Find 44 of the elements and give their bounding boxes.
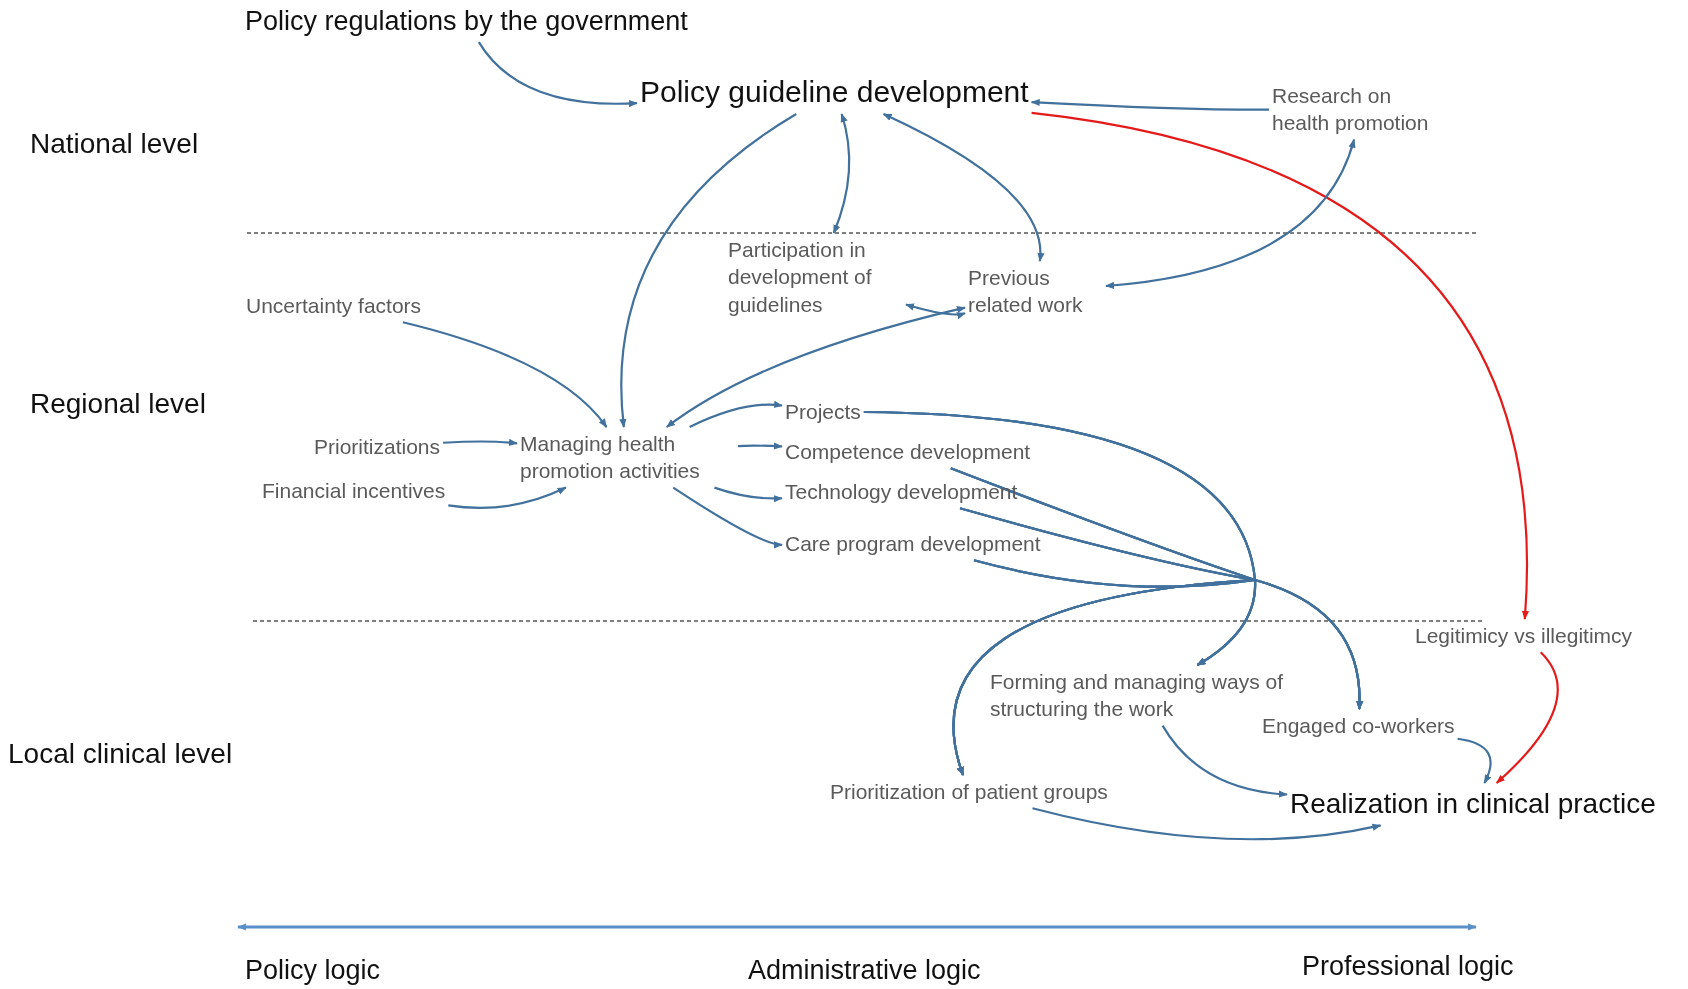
arrow bbox=[952, 559, 1257, 776]
concept-text: Previous related work bbox=[968, 264, 1103, 319]
key-concept-text: Policy regulations by the government bbox=[245, 4, 688, 40]
arrow bbox=[714, 486, 783, 503]
axis-label: Administrative logic bbox=[748, 955, 981, 986]
arrow bbox=[1161, 725, 1288, 798]
arrow bbox=[689, 401, 783, 428]
axis-label: Professional logic bbox=[1302, 951, 1514, 982]
concept-text: Competence development bbox=[785, 438, 1031, 466]
concept-text: Research on health promotion bbox=[1272, 82, 1452, 137]
concept-text: Prioritization of patient groups bbox=[830, 778, 1108, 806]
key-concept-text: Realization in clinical practice bbox=[1290, 786, 1656, 823]
key-concept-text: Policy guideline development bbox=[640, 72, 1029, 111]
level-label: Regional level bbox=[30, 388, 206, 420]
arrow bbox=[477, 41, 638, 107]
arrow bbox=[1030, 98, 1269, 111]
arrow bbox=[619, 113, 797, 428]
concept-text: Financial incentives bbox=[262, 477, 446, 505]
level-label: National level bbox=[30, 128, 199, 160]
arrow bbox=[1457, 737, 1492, 784]
arrow bbox=[1032, 807, 1382, 841]
concept-text: Participation in development of guidelines bbox=[728, 236, 903, 318]
concept-text: Technology development bbox=[785, 478, 1018, 506]
concept-text: Legitimicy vs illegitimcy bbox=[1415, 622, 1633, 650]
arrow bbox=[737, 442, 783, 450]
arrow bbox=[448, 486, 567, 509]
concept-text: Uncertainty factors bbox=[246, 292, 422, 320]
concept-text: Managing health promotion activities bbox=[520, 430, 735, 485]
arrow bbox=[443, 438, 518, 447]
arrow bbox=[905, 303, 966, 319]
arrow bbox=[832, 113, 851, 234]
axis-label: Policy logic bbox=[245, 955, 381, 986]
concept-text: Prioritizations bbox=[314, 433, 441, 461]
concept-text: Care program development bbox=[785, 530, 1041, 558]
arrow bbox=[672, 486, 783, 548]
arrow bbox=[402, 321, 608, 428]
concept-text: Projects bbox=[785, 398, 861, 426]
level-label: Local clinical level bbox=[8, 738, 233, 770]
concept-text: Engaged co-workers bbox=[1262, 712, 1455, 740]
arrow bbox=[1031, 111, 1529, 620]
arrow bbox=[1495, 651, 1559, 784]
arrow bbox=[1105, 138, 1356, 289]
arrow bbox=[666, 306, 966, 428]
arrow bbox=[882, 113, 1044, 262]
